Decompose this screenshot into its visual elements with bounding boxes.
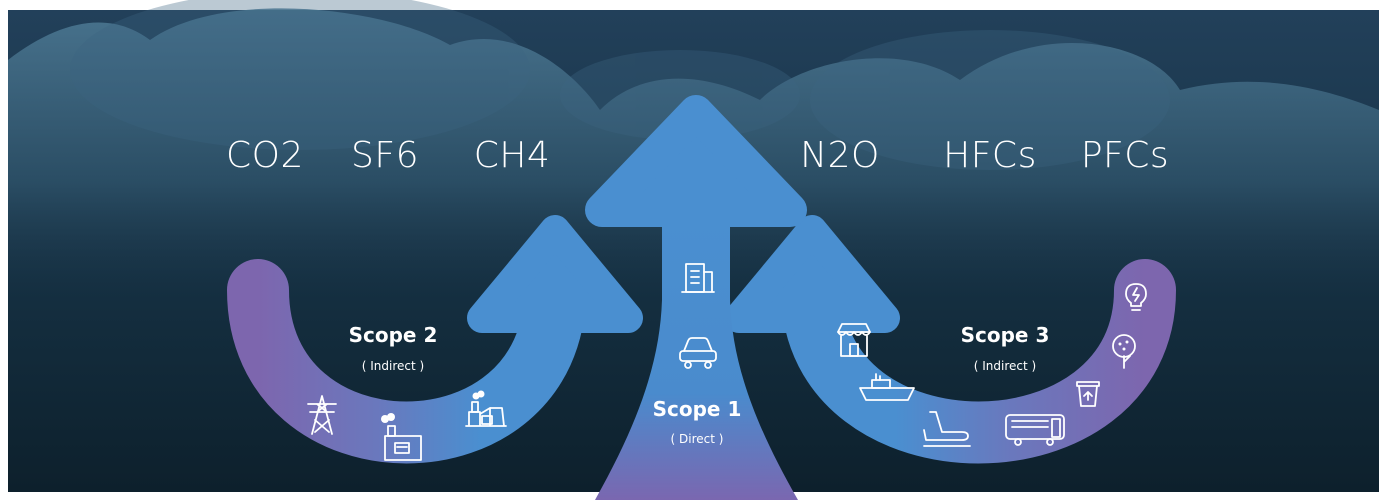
car-icon [679, 337, 717, 369]
gas-label-n2o: N2O [800, 135, 880, 176]
scope3-subtitle: ( Indirect ) [974, 359, 1036, 373]
tree-icon [1112, 334, 1136, 369]
factory-icon [465, 390, 507, 427]
scope2-subtitle: ( Indirect ) [362, 359, 424, 373]
gas-label-hfcs: HFCs [943, 135, 1037, 176]
store-icon [837, 323, 871, 357]
power-tower-icon [307, 395, 337, 435]
airplane-icon [923, 411, 971, 447]
ship-icon [859, 373, 915, 401]
gas-label-ch4: CH4 [474, 135, 551, 176]
scope2-arrow [227, 215, 643, 464]
gas-label-pfcs: PFCs [1081, 135, 1169, 176]
scope1-title: Scope 1 [653, 397, 742, 421]
recycle-bin-icon [1076, 381, 1100, 407]
bus-icon [1005, 414, 1065, 446]
scope3-title: Scope 3 [961, 323, 1050, 347]
small-factory-icon [381, 413, 422, 461]
scope1-arrow [585, 95, 807, 500]
gas-label-sf6: SF6 [351, 135, 419, 176]
lightbulb-icon [1125, 283, 1147, 311]
gas-label-co2: CO2 [226, 135, 304, 176]
scope1-subtitle: ( Direct ) [671, 432, 724, 446]
building-icon [681, 263, 715, 293]
scope2-title: Scope 2 [349, 323, 438, 347]
